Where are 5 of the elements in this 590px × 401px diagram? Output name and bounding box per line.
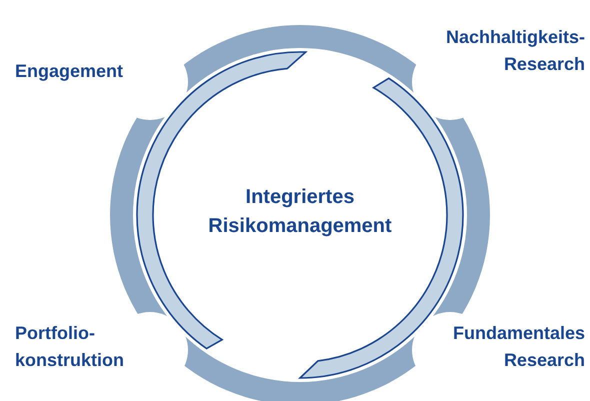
center-title: Integriertes Risikomanagement [160, 183, 440, 241]
stage-label: Portfolio- konstruktion [15, 320, 155, 374]
stage-label: Engagement [15, 58, 124, 85]
stage-label: Nachhaltigkeits- Research [405, 24, 585, 78]
stage-label: Fundamentales Research [405, 320, 585, 374]
